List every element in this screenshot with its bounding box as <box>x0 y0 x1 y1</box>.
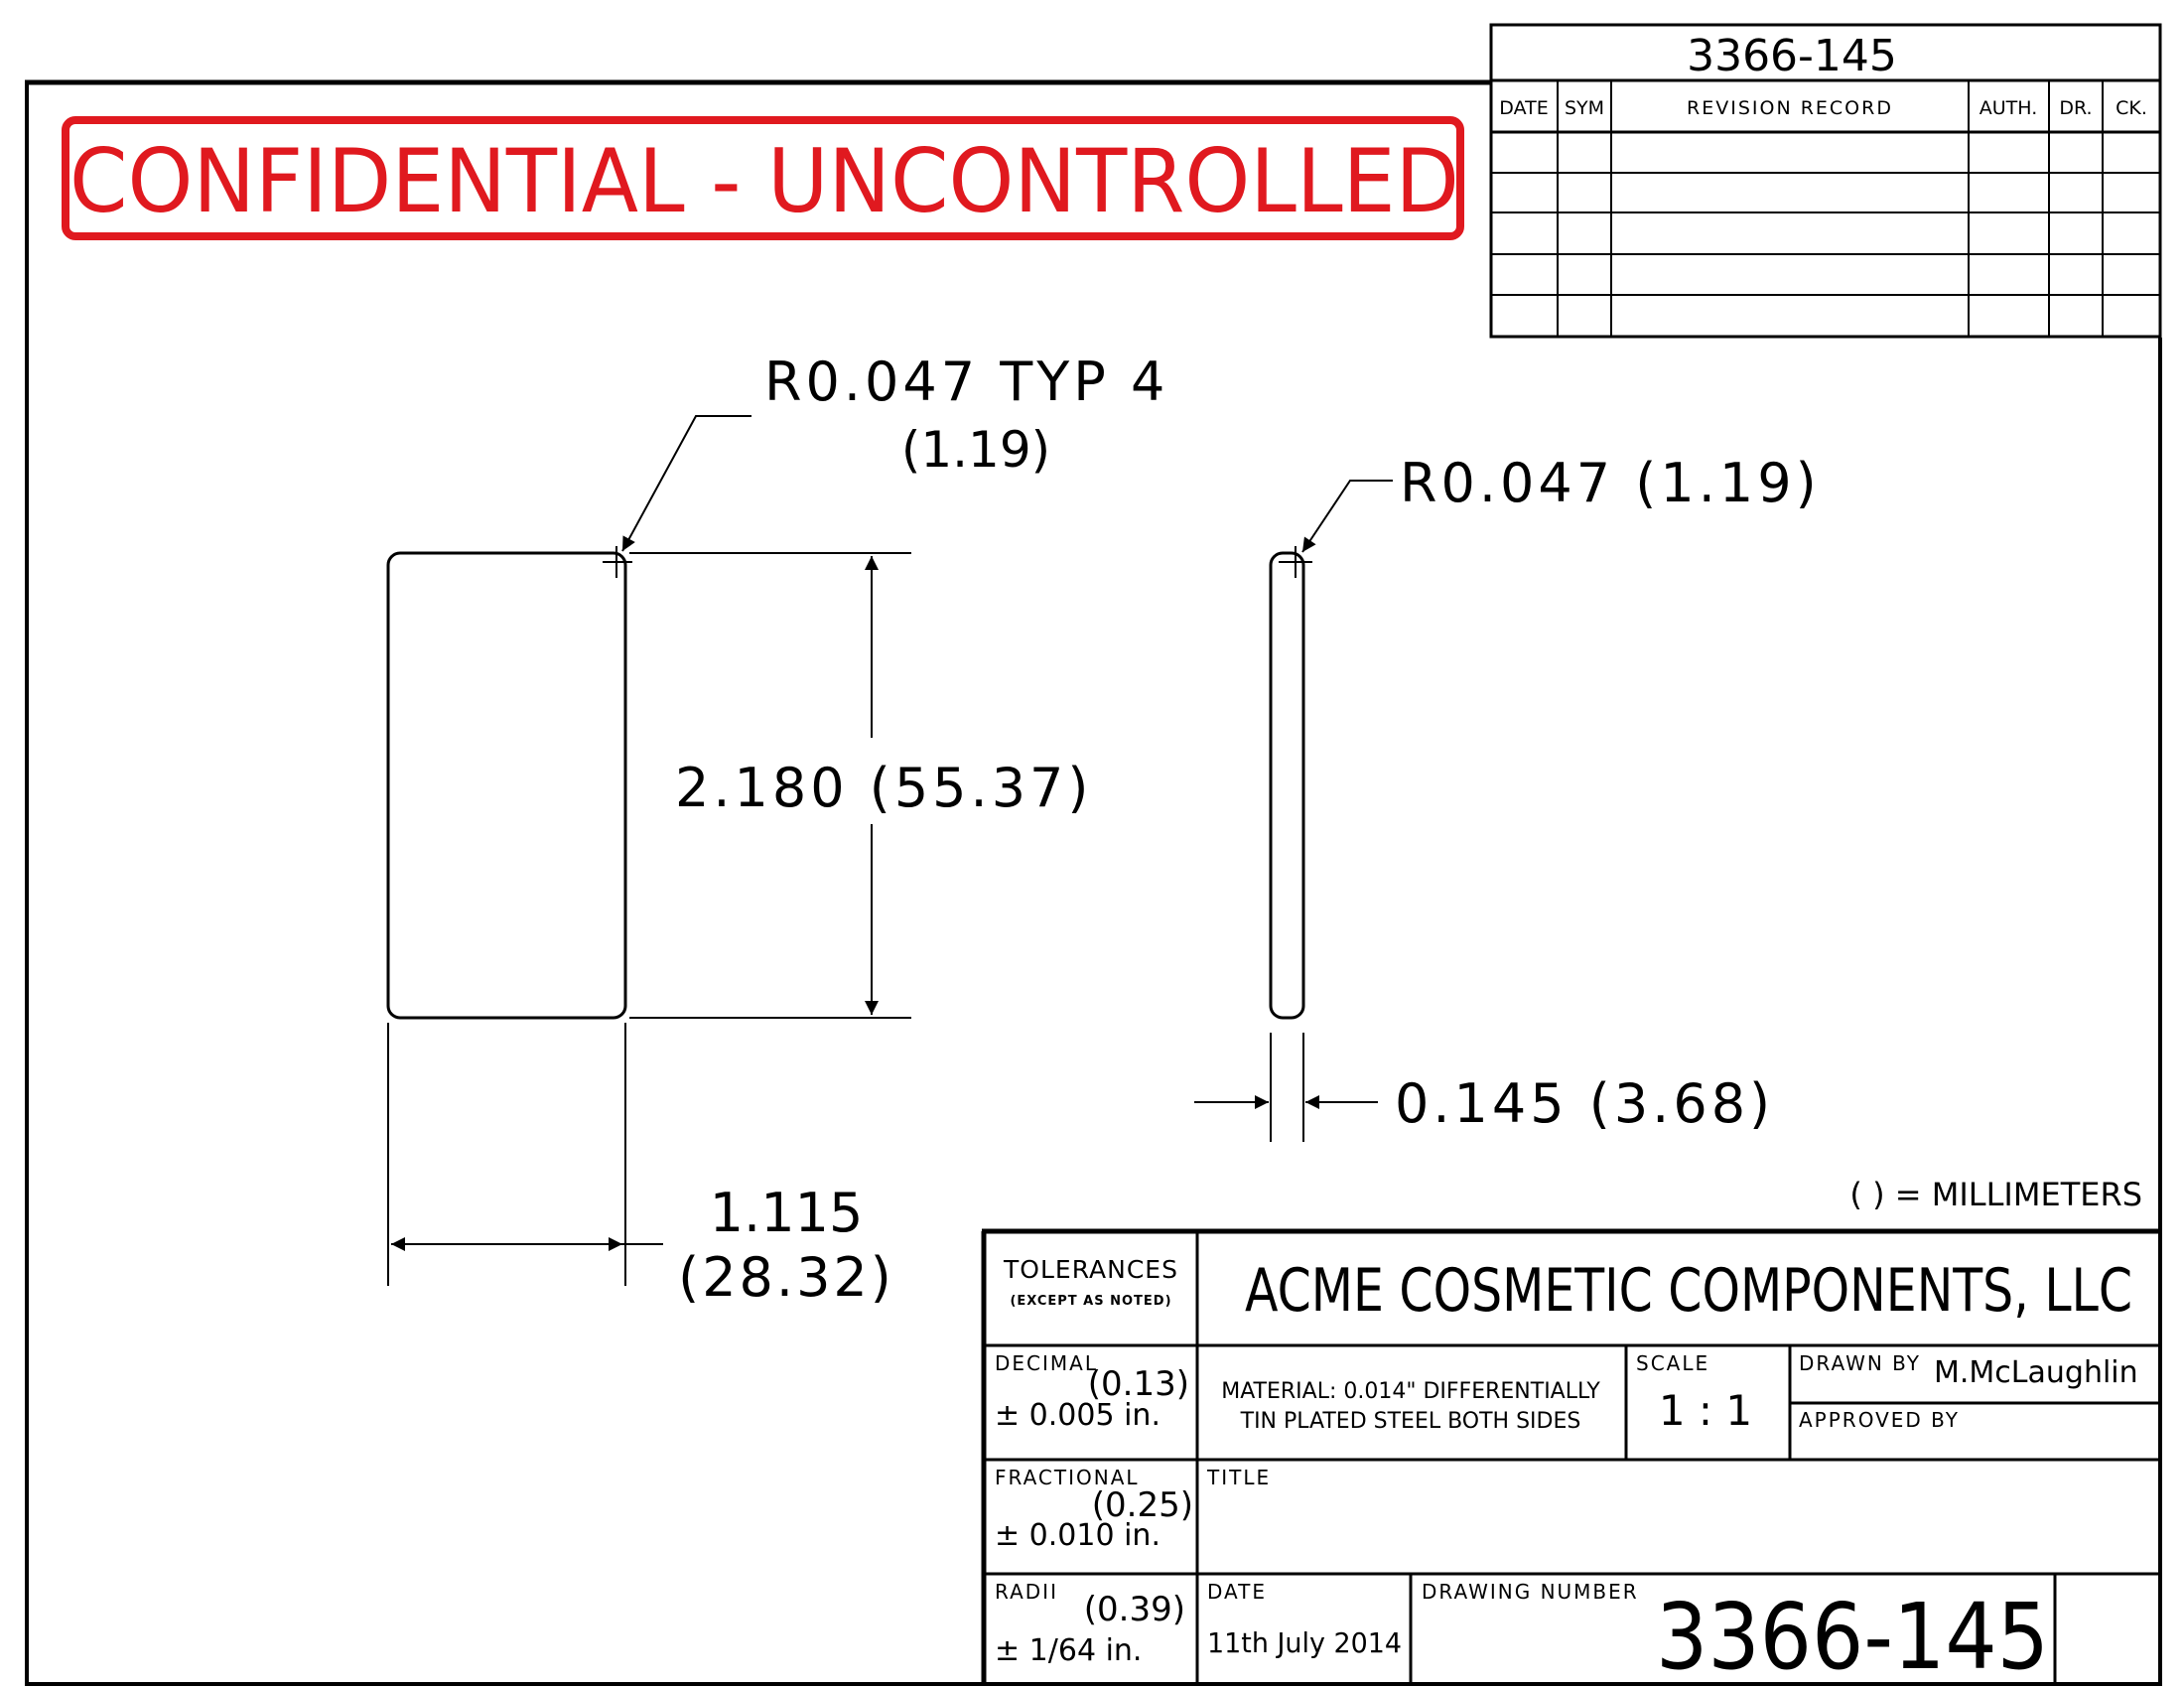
rev-header-sym: SYM <box>1565 97 1604 119</box>
stamp-border <box>62 116 1464 240</box>
rev-header-date: DATE <box>1499 97 1548 119</box>
scale-label: SCALE <box>1636 1351 1709 1375</box>
approved-by-label: APPROVED BY <box>1799 1408 1960 1432</box>
fractional-value: ± 0.010 in. <box>995 1518 1160 1553</box>
date-value: 11th July 2014 <box>1207 1626 1402 1659</box>
drawing-number-value: 3366-145 <box>1656 1584 2049 1688</box>
material-line-2: TIN PLATED STEEL BOTH SIDES <box>1240 1409 1581 1434</box>
side-view: R0.047 (1.19) 0.145 (3.68) <box>1194 452 1821 1142</box>
height-dimension-label: 2.180 (55.37) <box>675 757 1092 819</box>
units-note: ( ) = MILLIMETERS <box>1849 1176 2142 1213</box>
except-note: (EXCEPT AS NOTED) <box>1010 1294 1171 1309</box>
part-outline-front <box>386 551 627 1020</box>
rev-header-auth: AUTH. <box>1979 97 2038 119</box>
width-dimension-label: 1.115 <box>710 1182 864 1244</box>
width-dimension-mm-label: (28.32) <box>678 1246 894 1309</box>
drawn-by-value: M.McLaughlin <box>1934 1355 2138 1390</box>
company-name: ACME COSMETIC COMPONENTS, LLC <box>1245 1256 2132 1326</box>
radius-typ-label: R0.047 TYP 4 <box>764 351 1168 413</box>
rev-header-dr: DR. <box>2059 97 2092 119</box>
radii-mm: (0.39) <box>1084 1590 1185 1629</box>
front-view: R0.047 TYP 4 (1.19) 2.180 (55.37) 1.115 … <box>386 351 1168 1309</box>
scale-value: 1 : 1 <box>1659 1386 1752 1435</box>
date-label: DATE <box>1207 1580 1267 1604</box>
part-outline-side <box>1269 551 1305 1020</box>
fractional-label: FRACTIONAL <box>995 1466 1140 1489</box>
header-drawing-number: 3366-145 <box>1687 31 1897 81</box>
radii-label: RADII <box>995 1580 1058 1604</box>
tolerances-label: TOLERANCES <box>1003 1255 1178 1284</box>
radius-typ-mm-label: (1.19) <box>901 421 1050 479</box>
stamp-text: CONFIDENTIAL - UNCONTROLLED <box>69 130 1459 232</box>
fractional-mm: (0.25) <box>1092 1485 1193 1525</box>
title-block: TOLERANCES (EXCEPT AS NOTED) ACME COSMET… <box>981 1228 2162 1688</box>
confidential-stamp: CONFIDENTIAL - UNCONTROLLED <box>62 116 1464 240</box>
radii-value: ± 1/64 in. <box>995 1633 1142 1668</box>
material-line-1: MATERIAL: 0.014" DIFFERENTIALLY <box>1221 1379 1600 1404</box>
rev-header-ck: CK. <box>2116 97 2147 119</box>
drawing-frame <box>25 79 2162 1686</box>
revision-table: DATE SYM REVISION RECORD AUTH. DR. CK. <box>1489 78 2162 339</box>
side-radius-label: R0.047 (1.19) <box>1400 452 1821 514</box>
rev-header-revision-record: REVISION RECORD <box>1687 97 1893 119</box>
decimal-mm: (0.13) <box>1088 1364 1189 1404</box>
decimal-label: DECIMAL <box>995 1351 1098 1375</box>
header-number-box: 3366-145 <box>1489 23 2162 82</box>
drawn-by-label: DRAWN BY <box>1799 1351 1921 1375</box>
thickness-dimension-label: 0.145 (3.68) <box>1395 1072 1774 1135</box>
decimal-value: ± 0.005 in. <box>995 1398 1160 1433</box>
drawing-number-label: DRAWING NUMBER <box>1422 1580 1639 1604</box>
title-label: TITLE <box>1206 1466 1271 1489</box>
